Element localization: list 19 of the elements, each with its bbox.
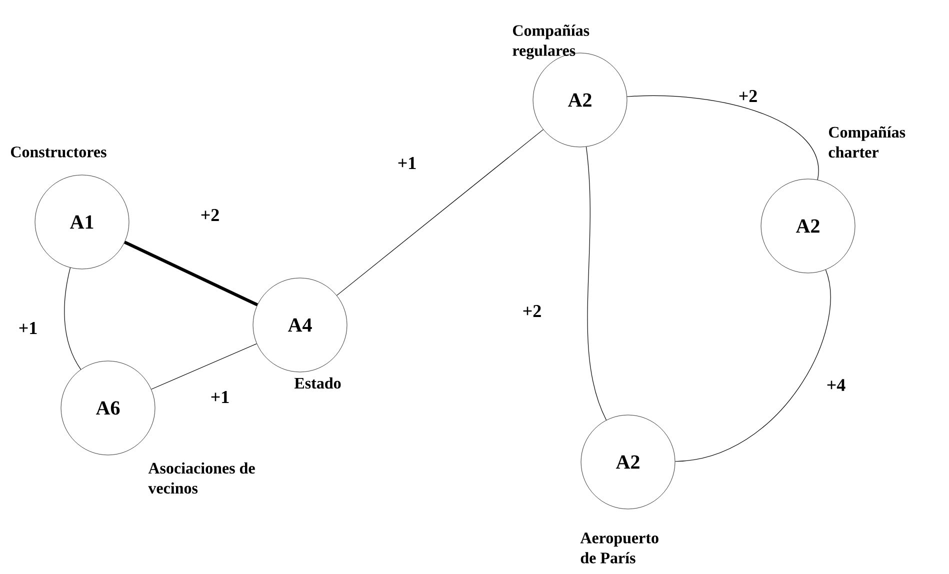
connector-line — [336, 129, 544, 296]
edge-label: +1 — [396, 156, 418, 170]
connector-line — [674, 269, 831, 462]
node-caption: Aeropuerto de París — [580, 532, 658, 564]
node-caption: Asociaciones de vecinos — [148, 462, 255, 494]
edge-label: +4 — [825, 378, 847, 392]
connector-line — [64, 267, 82, 370]
node-caption: Estado — [294, 377, 341, 389]
edge-label: +2 — [199, 208, 221, 222]
connector-line — [586, 146, 607, 420]
edge-label: +1 — [17, 321, 39, 335]
edge-label: +1 — [209, 390, 231, 404]
connector-line — [151, 343, 257, 390]
node-caption: Compañías charter — [828, 126, 906, 158]
connector-line — [626, 95, 819, 180]
edge-label: +2 — [737, 89, 759, 103]
connector-line — [124, 240, 258, 306]
node-caption: Constructores — [11, 146, 106, 158]
edge-label: +2 — [521, 304, 543, 318]
